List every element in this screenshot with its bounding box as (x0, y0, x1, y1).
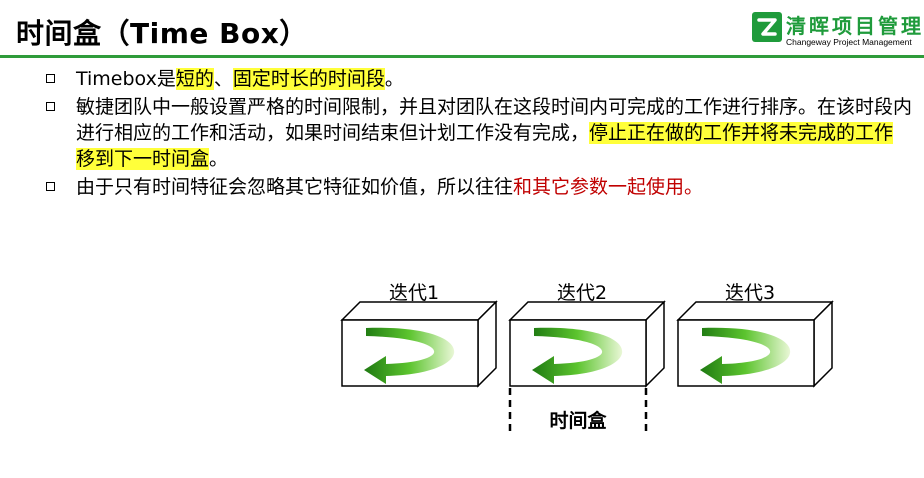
cycle-arrow-icon (532, 327, 623, 384)
iteration-label: 迭代2 (556, 282, 608, 304)
bullet-seg: 、 (213, 68, 233, 90)
logo-en-text: Changeway Project Management (786, 37, 912, 47)
cycle-arrow-icon (700, 327, 791, 384)
bullet-red-text: 和其它参数一起使用。 (513, 176, 704, 198)
square-bullet-icon (46, 102, 55, 111)
iteration-label: 迭代3 (724, 282, 776, 304)
bullet-highlight: 固定时长的时间段 (232, 68, 385, 90)
square-bullet-icon (46, 182, 55, 191)
bullet-item: 敏捷团队中一般设置严格的时间限制，并且对团队在这段时间内可完成的工作进行排序。在… (42, 94, 912, 172)
iteration-box (340, 300, 498, 388)
bullet-seg: 。 (209, 148, 229, 170)
bullet-seg: 。 (384, 68, 404, 90)
changeway-logo-icon (752, 12, 782, 42)
square-bullet-icon (46, 74, 55, 83)
title-divider (0, 55, 924, 58)
page-title: 时间盒（Time Box） (16, 17, 308, 50)
bullet-item: 由于只有时间特征会忽略其它特征如价值，所以往往和其它参数一起使用。 (42, 174, 912, 200)
bullet-seg: 敏捷团队中一般设置严格的时间限制，并且对团队在这段时间内可完成的工作进行排序。在… (76, 96, 913, 144)
iteration-box (676, 300, 834, 388)
timebox-label: 时间盒 (549, 410, 607, 432)
timebox-diagram: 迭代1 迭代2 迭代3 (330, 270, 850, 450)
bullet-highlight: 短的 (175, 68, 214, 90)
timebox-boxes (340, 300, 834, 434)
cycle-arrow-icon (364, 327, 455, 384)
logo-cn-text: 清晖项目管理 (786, 14, 924, 38)
iteration-label: 迭代1 (388, 282, 440, 304)
company-logo: 清晖项目管理 Changeway Project Management (752, 10, 924, 52)
bullet-seg: Timebox是 (76, 68, 176, 90)
bullet-item: Timebox是短的、固定时长的时间段。 (42, 66, 912, 92)
iteration-box (508, 300, 666, 388)
bullet-list: Timebox是短的、固定时长的时间段。 敏捷团队中一般设置严格的时间限制，并且… (42, 66, 912, 202)
bullet-seg: 由于只有时间特征会忽略其它特征如价值，所以往往 (76, 176, 514, 198)
